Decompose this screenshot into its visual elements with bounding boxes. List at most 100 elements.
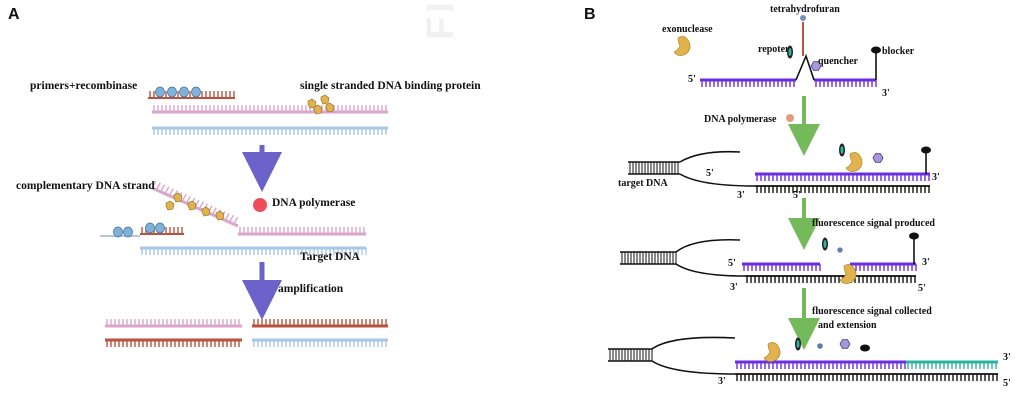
b-target-2 [628, 161, 680, 175]
panel-b-art [608, 15, 998, 381]
b-reporter-4-glow [796, 340, 800, 348]
b-probe-left [700, 78, 796, 87]
end-b3-5b: 5' [918, 283, 926, 294]
label-signal: fluorescence signal produced [812, 218, 935, 229]
end-b3-3b: 3' [922, 257, 930, 268]
b-target-4-strand-bases [736, 374, 998, 381]
b-probe-4 [735, 360, 906, 369]
panel-a-letter: A [8, 6, 20, 23]
b-fork-3-bottom [675, 263, 746, 277]
a-polymerase [253, 198, 267, 212]
a-amp-2-bottom [252, 338, 388, 347]
b-fork-2-top [679, 150, 741, 163]
panel-b-letter: B [584, 6, 596, 23]
a-top-strand-1 [152, 105, 388, 114]
a-bottom-strand-2 [140, 246, 367, 255]
b-target-3-rungs [621, 252, 677, 264]
b-polymerase-bead [786, 114, 794, 122]
b-blocker-4 [860, 344, 870, 352]
a-ssb2-3 [215, 210, 225, 221]
b-target-3 [620, 251, 677, 265]
a-recombinase-3 [191, 86, 201, 98]
label-exonuclease: exonuclease [662, 24, 713, 35]
end-b2-5b: 5' [793, 190, 801, 201]
b-extension-4 [906, 360, 998, 369]
a-recombinase-c-0 [145, 222, 155, 234]
b-fork-3-top [675, 238, 741, 253]
b-extension-4-bases [907, 362, 997, 369]
b-probe-right [814, 78, 877, 87]
b-probe-4-bases [736, 362, 906, 369]
a-recombinase-c-1 [155, 222, 165, 234]
b-target-2-rungs [629, 162, 679, 174]
b-target-2-strand [755, 185, 930, 193]
b-dot-4 [817, 343, 823, 349]
end-b2-3b: 3' [932, 172, 940, 183]
label-target-a: Target DNA [300, 251, 360, 263]
label-extension: and extension [818, 320, 877, 331]
b-blocker-1 [871, 46, 881, 54]
end-b1-5: 5' [688, 74, 696, 85]
b-reporter-1-glow [788, 48, 792, 56]
panel-a-art [100, 86, 388, 347]
label-target-b: target DNA [618, 178, 668, 189]
end-b4-3b: 3' [1003, 352, 1011, 363]
label-complementary: complementary DNA strand [16, 180, 155, 192]
b-probe-3-right [850, 262, 917, 271]
label-polymerase-a: DNA polymerase [272, 197, 356, 209]
b-probe-left-bases [701, 80, 795, 87]
a-amp-2-bottom-bases [253, 340, 387, 347]
b-thf-loop [795, 53, 815, 81]
end-b2-3: 3' [737, 190, 745, 201]
b-probe-2 [755, 172, 930, 181]
end-b1-3: 3' [882, 88, 890, 99]
b-reporter-2-glow [840, 146, 844, 154]
b-exonuclease-2 [845, 152, 863, 172]
a-ssb-3 [325, 102, 335, 113]
label-thf: tetrahydrofuran [770, 4, 840, 15]
a-bottom-strand-1-bases [153, 128, 387, 135]
end-b3-3: 3' [730, 282, 738, 293]
b-dot-3 [837, 247, 843, 253]
b-target-3-strand [745, 275, 916, 283]
a-ssb-1 [320, 94, 330, 105]
b-probe-3-left-bases [743, 264, 821, 271]
label-polymerase-b: DNA polymerase [704, 114, 777, 125]
end-b4-3: 3' [718, 376, 726, 387]
b-fork-2-bottom [679, 173, 756, 187]
a-recombinase-0 [155, 86, 165, 98]
label-collected: fluorescence signal collected [812, 306, 932, 317]
a-recombinase-b-1 [123, 226, 133, 238]
b-probe-3-left [742, 262, 821, 271]
b-blocker-3 [909, 232, 919, 240]
a-bottom-strand-1 [152, 126, 388, 135]
end-b2-5a: 5' [706, 168, 714, 179]
end-b4-5: 5' [1003, 378, 1011, 389]
a-ssb2-2 [201, 206, 211, 217]
a-ssb2-0 [173, 192, 183, 203]
b-quencher-2 [872, 153, 884, 163]
a-top-strand-1-bases [153, 105, 387, 112]
a-amp-1-top [105, 319, 242, 328]
b-target-2-strand-bases [756, 186, 930, 193]
a-amp-1-bottom-bases [106, 340, 240, 347]
b-quencher-4 [839, 339, 851, 349]
a-top-strand-2-bases [239, 227, 365, 234]
b-quencher-1 [810, 61, 822, 71]
label-reporter: repoter [758, 44, 790, 55]
a-recombinase-b-0 [113, 226, 123, 238]
label-amplification: amplification [278, 283, 344, 295]
a-amp-2-top-bases [253, 319, 387, 326]
a-amp-2-top [252, 319, 388, 328]
label-ssb: single stranded DNA binding protein [300, 80, 481, 92]
b-blocker-2 [921, 146, 931, 154]
b-fork-4-top [651, 336, 736, 350]
a-recombinase-2 [179, 86, 189, 98]
b-probe-2-bases [756, 174, 930, 181]
b-thf-dot [800, 15, 806, 21]
a-bottom-strand-2-bases [141, 248, 367, 255]
a-ssb2-4 [165, 200, 175, 211]
b-probe-right-bases [815, 80, 877, 87]
